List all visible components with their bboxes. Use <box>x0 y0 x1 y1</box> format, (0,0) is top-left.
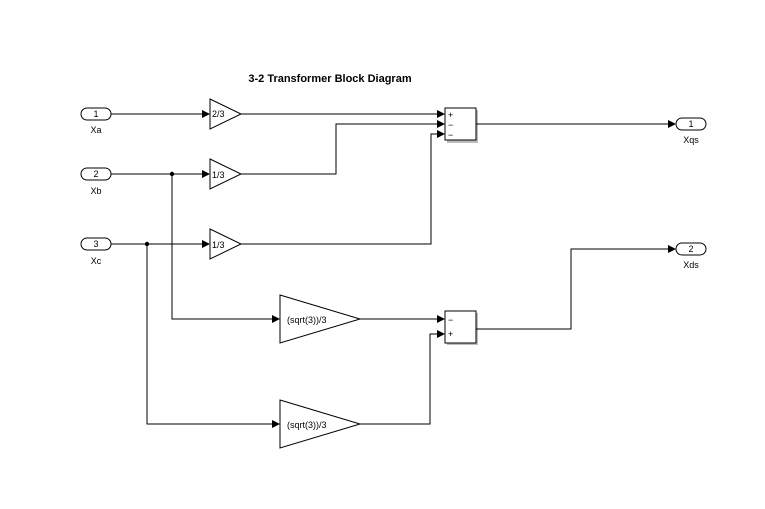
signal-sqrt-xc-to-sum[interactable] <box>360 330 445 425</box>
gain-block-1-3-xc[interactable]: 1/3 <box>209 228 243 260</box>
gain-sqrt3-xc-label: (sqrt(3))/3 <box>287 420 327 430</box>
signal-gain-1-3-xc-to-sum[interactable] <box>241 130 445 245</box>
inport-xb-number: 2 <box>93 169 98 179</box>
sum-ds-sign-1: − <box>448 315 453 325</box>
gain-2-3-label: 2/3 <box>212 109 225 119</box>
inport-xb[interactable]: 2 Xb <box>80 167 112 196</box>
sum-ds-sign-2: + <box>448 329 453 339</box>
gain-1-3-xc-label: 1/3 <box>212 240 225 250</box>
gain-block-sqrt3-xb[interactable]: (sqrt(3))/3 <box>279 294 362 344</box>
outport-xqs-label: Xqs <box>683 135 699 145</box>
outport-xds[interactable]: 2 Xds <box>675 242 707 270</box>
inport-xa-number: 1 <box>93 109 98 119</box>
sum-block-ds[interactable]: − + <box>444 310 478 345</box>
signal-xc-to-sqrt-gain[interactable] <box>146 244 280 428</box>
gain-sqrt3-xb-label: (sqrt(3))/3 <box>287 315 327 325</box>
signal-lines <box>111 110 676 428</box>
inport-xb-label: Xb <box>90 186 101 196</box>
gain-block-1-3-xb[interactable]: 1/3 <box>209 158 243 190</box>
inport-xc-label: Xc <box>91 256 102 266</box>
outport-xds-label: Xds <box>683 260 699 270</box>
sum-qs-sign-1: + <box>448 110 453 120</box>
sum-qs-sign-2: − <box>448 120 453 130</box>
sum-block-qs[interactable]: + − − <box>444 107 478 143</box>
signal-xb-to-sqrt-gain[interactable] <box>171 174 280 323</box>
inport-xa[interactable]: 1 Xa <box>80 107 112 135</box>
outport-xqs-number: 1 <box>688 119 693 129</box>
sum-qs-sign-3: − <box>448 130 453 140</box>
gain-block-2-3[interactable]: 2/3 <box>209 98 243 130</box>
inport-xc[interactable]: 3 Xc <box>80 237 112 266</box>
signal-gain-1-3-xb-to-sum[interactable] <box>241 120 445 175</box>
outport-xds-number: 2 <box>688 244 693 254</box>
gain-block-sqrt3-xc[interactable]: (sqrt(3))/3 <box>279 399 362 449</box>
inport-xc-number: 3 <box>93 239 98 249</box>
outport-xqs[interactable]: 1 Xqs <box>675 117 707 145</box>
signal-sum-to-xds[interactable] <box>476 245 676 330</box>
inport-xa-label: Xa <box>90 125 101 135</box>
gain-1-3-xb-label: 1/3 <box>212 170 225 180</box>
diagram-title: 3-2 Transformer Block Diagram <box>248 73 411 85</box>
